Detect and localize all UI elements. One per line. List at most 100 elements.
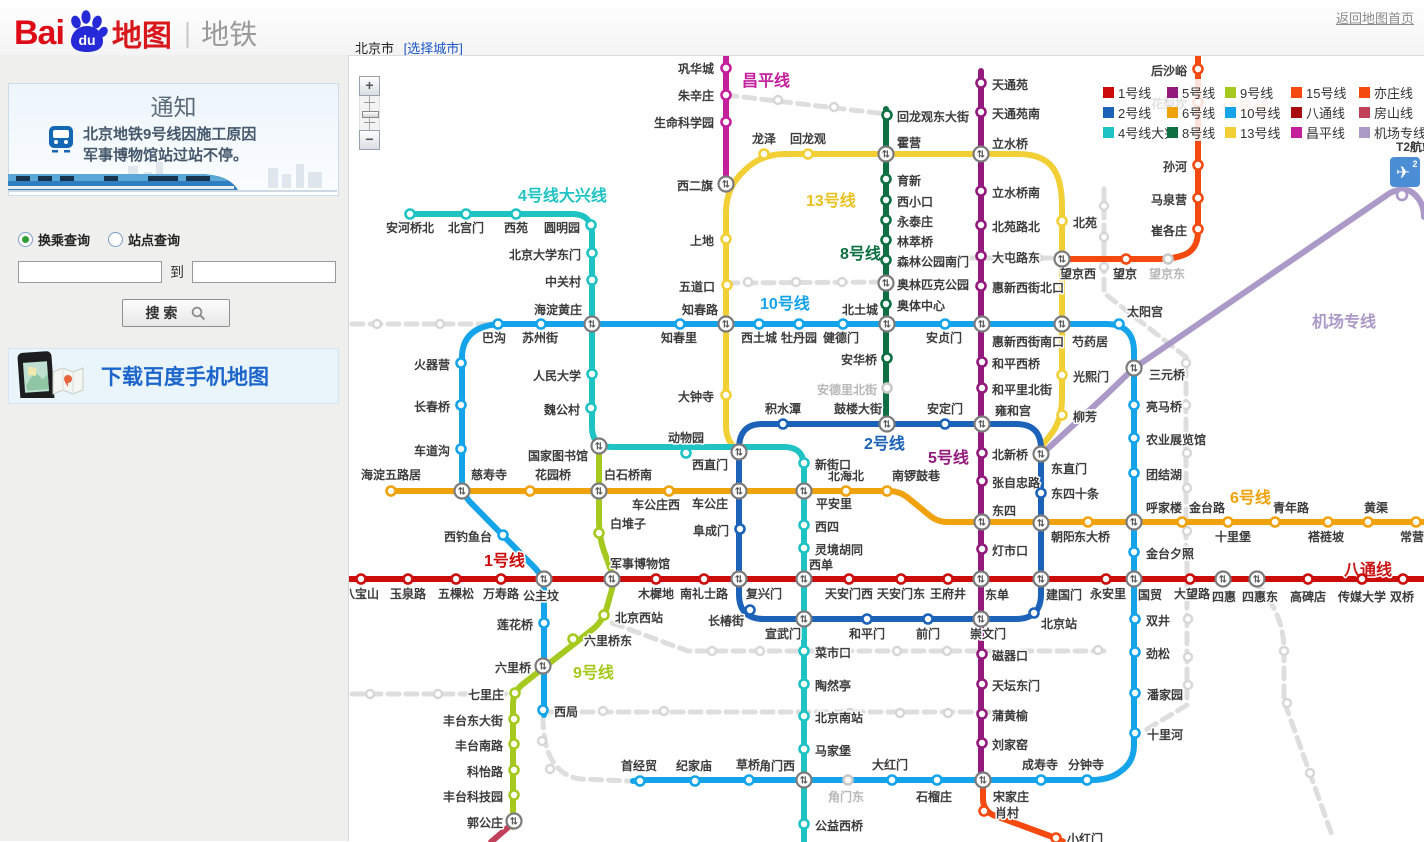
station-后沙峪[interactable] [1194, 65, 1203, 74]
station-白堆子[interactable] [595, 529, 604, 538]
interchange-白石桥南[interactable] [592, 484, 607, 499]
station-西局[interactable] [539, 706, 548, 715]
station-牡丹园[interactable] [795, 320, 804, 329]
download-mobile-map-banner[interactable]: 下载百度手机地图 [8, 348, 339, 404]
station-大钟寺[interactable] [722, 391, 731, 400]
interchange-崇文门[interactable] [974, 612, 989, 627]
station-望京东[interactable] [1164, 255, 1173, 264]
station-圆明园[interactable] [587, 221, 596, 230]
station-林萃桥[interactable] [882, 236, 891, 245]
station-纪家庙[interactable] [691, 777, 700, 786]
station-北苑[interactable] [1058, 217, 1067, 226]
station-苏州街[interactable] [537, 320, 546, 329]
station-八宝山[interactable] [357, 575, 366, 584]
station-query-label[interactable]: 站点查询 [128, 230, 180, 249]
station-积水潭[interactable] [779, 420, 788, 429]
interchange-霍营[interactable] [879, 147, 894, 162]
station-人民大学[interactable] [588, 370, 597, 379]
station-张自忠路[interactable] [978, 477, 987, 486]
destination-input[interactable] [192, 261, 336, 283]
station-草桥[interactable] [745, 776, 754, 785]
station-丰台东大街[interactable] [510, 715, 519, 724]
interchange-郭公庄[interactable] [507, 814, 522, 829]
station-巩华城[interactable] [722, 64, 731, 73]
station-大望路[interactable] [1186, 575, 1195, 584]
station-永泰庄[interactable] [882, 216, 891, 225]
station-海淀五路居[interactable] [387, 487, 396, 496]
station-动物园[interactable] [682, 449, 691, 458]
interchange-立水桥[interactable] [974, 147, 989, 162]
station-东四十条[interactable] [1037, 489, 1046, 498]
station-刘家窑[interactable] [978, 739, 987, 748]
zoom-slider-track[interactable] [359, 96, 380, 130]
station-亮马桥[interactable] [1130, 401, 1139, 410]
interchange-宋家庄[interactable] [976, 773, 991, 788]
station-长春桥[interactable] [457, 401, 466, 410]
transfer-query-radio[interactable] [18, 232, 33, 247]
station-丰台南路[interactable] [510, 740, 519, 749]
station-天安门东[interactable] [897, 575, 906, 584]
station-五道口[interactable] [723, 281, 732, 290]
station-菜市口[interactable] [800, 647, 809, 656]
station-金台夕照[interactable] [1130, 548, 1139, 557]
subway-map-canvas[interactable]: 昌平线4号线大兴线13号线8号线10号线2号线5号线1号线6号线9号线八通线15… [349, 55, 1424, 842]
station-车道沟[interactable] [457, 445, 466, 454]
station-天安门西[interactable] [845, 575, 854, 584]
station-北京大学东门[interactable] [588, 249, 597, 258]
station-玉泉路[interactable] [404, 575, 413, 584]
station-奥体中心[interactable] [882, 300, 891, 309]
zoom-slider-handle[interactable] [362, 111, 379, 118]
station-安河桥北[interactable] [406, 210, 415, 219]
station-巴沟[interactable] [494, 320, 503, 329]
station-立水桥南[interactable] [977, 187, 986, 196]
interchange-慈寿寺[interactable] [455, 484, 470, 499]
station-森林公园南门[interactable] [882, 256, 891, 265]
station-常营[interactable] [1412, 518, 1421, 527]
station-北苑路北[interactable] [977, 221, 986, 230]
station-劲松[interactable] [1131, 648, 1140, 657]
station-天坛东门[interactable] [978, 680, 987, 689]
station-五棵松[interactable] [452, 575, 461, 584]
station-首经贸[interactable] [636, 777, 645, 786]
station-分钟寺[interactable] [1083, 776, 1092, 785]
station-天通苑南[interactable] [977, 108, 986, 117]
interchange-公主坟[interactable] [537, 572, 552, 587]
interchange-西单[interactable] [797, 572, 812, 587]
station-北宫门[interactable] [462, 210, 471, 219]
interchange-车公庄[interactable] [732, 484, 747, 499]
station-育新[interactable] [882, 175, 891, 184]
back-to-map-home-link[interactable]: 返回地图首页 [1336, 8, 1414, 27]
station-灵境胡同[interactable] [800, 544, 809, 553]
station-永安里[interactable] [1102, 575, 1111, 584]
interchange-呼家楼[interactable] [1127, 515, 1142, 530]
station-望京[interactable] [1122, 255, 1131, 264]
zoom-out-button[interactable]: − [359, 130, 380, 150]
station-北京西站[interactable] [600, 611, 609, 620]
interchange-东单[interactable] [974, 572, 989, 587]
station-褡裢坡[interactable] [1324, 518, 1333, 527]
station-花园桥[interactable] [526, 487, 535, 496]
station-知春里[interactable] [676, 320, 685, 329]
station-北京南站[interactable] [800, 712, 809, 721]
station-黄渠[interactable] [1364, 518, 1373, 527]
transfer-query-label[interactable]: 换乘查询 [38, 230, 90, 249]
interchange-平安里[interactable] [797, 484, 812, 499]
station-回龙观东大街[interactable] [883, 111, 892, 120]
interchange-东四[interactable] [975, 515, 990, 530]
station-大屯路东[interactable] [977, 252, 986, 261]
station-农业展览馆[interactable] [1130, 434, 1139, 443]
station-崔各庄[interactable] [1194, 225, 1203, 234]
station-潘家园[interactable] [1131, 689, 1140, 698]
station-北海北[interactable] [842, 487, 851, 496]
interchange-雍和宫[interactable] [975, 417, 990, 432]
baidu-map-logo[interactable]: Bai du 地图 | 地铁 [14, 8, 257, 58]
station-成寿寺[interactable] [1037, 776, 1046, 785]
interchange-宣武门[interactable] [797, 612, 812, 627]
station-回龙观[interactable] [804, 150, 813, 159]
station-六里桥东[interactable] [569, 635, 578, 644]
station-团结湖[interactable] [1130, 469, 1139, 478]
station-西苑[interactable] [512, 210, 521, 219]
interchange-朝阳门[interactable] [1034, 516, 1049, 531]
station-阜成门[interactable] [736, 525, 745, 534]
interchange-惠新西街南口[interactable] [975, 317, 990, 332]
